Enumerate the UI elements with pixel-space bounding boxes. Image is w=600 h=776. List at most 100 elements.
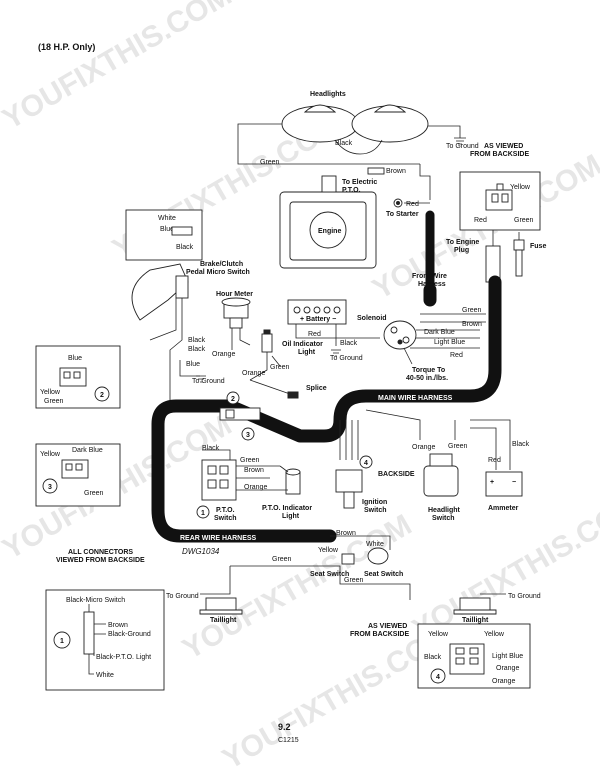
- pin-label: Black-Micro Switch: [66, 597, 125, 604]
- ammeter: Black Red + − Ammeter: [470, 419, 530, 512]
- connector-number: 1: [201, 510, 205, 517]
- svg-text:−: −: [512, 479, 516, 486]
- pin-label: Orange: [492, 678, 515, 685]
- wire-label: Black: [335, 140, 353, 147]
- headlights-label: Headlights: [310, 91, 346, 98]
- pin-label: Light Blue: [492, 653, 523, 660]
- wire-label: Green: [462, 307, 482, 314]
- connector-1-detail: Black-Micro Switch 1 Brown Black-Ground …: [45, 589, 165, 691]
- pin-label: Blue: [68, 355, 82, 362]
- seat-switch-label-2: Seat Switch: [364, 571, 403, 578]
- wire-label: Green: [270, 364, 290, 371]
- battery: + Battery − Solenoid Red Black To Ground: [287, 299, 387, 362]
- wire-label: Yellow: [318, 547, 339, 554]
- wire-label: White: [366, 541, 384, 548]
- engine-label: Engine: [318, 228, 341, 235]
- connector-number: 4: [436, 674, 440, 681]
- page-number: 9.2: [278, 722, 291, 732]
- wire-label: Black: [340, 340, 358, 347]
- pin-label: Brown: [108, 622, 128, 629]
- splice-label: Splice: [306, 385, 327, 392]
- watermark: YOUFIXTHIS.COM: [0, 0, 237, 136]
- pin-label: Blue: [160, 226, 174, 233]
- wire-label: Orange: [244, 484, 267, 491]
- wire-label: Red: [488, 457, 501, 464]
- wire-label: Orange: [412, 444, 435, 451]
- wire-label: Brown: [244, 467, 264, 474]
- wire-label: Black: [188, 337, 206, 344]
- pin-label: Black: [176, 244, 194, 251]
- pin-label: Dark Blue: [72, 447, 103, 454]
- headlights: Headlights Black To Ground Green: [237, 91, 479, 166]
- seat-switch: DWG1034 Brown Green Yellow White Seat Sw…: [182, 530, 411, 600]
- pin-label: Yellow: [40, 451, 61, 458]
- backside-label: BACKSIDE: [378, 471, 415, 478]
- connector-number: 2: [231, 396, 235, 403]
- wire-label: To Ground: [192, 378, 225, 385]
- pin-label: Yellow: [510, 184, 531, 191]
- wire-label: Light Blue: [434, 339, 465, 346]
- wire-label: Green: [260, 159, 280, 166]
- wire-label: To Ground: [166, 593, 199, 600]
- pin-label: Black: [424, 654, 442, 661]
- wire-label: Brown: [336, 530, 356, 537]
- pto-switch: Black Green Brown Orange 1 P.T.O.Switch: [196, 445, 280, 522]
- wire-label: Orange: [242, 370, 265, 377]
- wire-label: Green: [448, 443, 468, 450]
- wire-label: Dark Blue: [424, 329, 455, 336]
- hour-meter: Hour Meter: [216, 291, 253, 350]
- pin-label: Green: [44, 398, 64, 405]
- connector-number: 1: [60, 638, 64, 645]
- seat-switch-label: Seat Switch: [310, 571, 349, 578]
- connector-number: 4: [364, 460, 368, 467]
- to-starter-label: To Starter: [386, 211, 419, 218]
- wire-label: Green: [344, 577, 364, 584]
- wire-label: Blue: [186, 361, 200, 368]
- connector-3-detail: Yellow Dark Blue 3 Green: [35, 443, 121, 507]
- drawing-number: DWG1034: [182, 547, 220, 556]
- wire-label: Brown: [462, 321, 482, 328]
- pin-label: Orange: [496, 665, 519, 672]
- connector-number: 2: [100, 392, 104, 399]
- ammeter-label: Ammeter: [488, 505, 519, 512]
- wire-label: Red: [450, 352, 463, 359]
- pin-label: Green: [84, 490, 104, 497]
- wire-label: Black: [188, 346, 206, 353]
- wire-label: Red: [406, 201, 419, 208]
- taillights: To Ground Taillight To Ground Taillight: [166, 566, 541, 624]
- solenoid: Dark Blue Light Blue Red Green Brown Tor…: [383, 307, 486, 382]
- wire-label: To Ground: [446, 143, 479, 150]
- pin-label: Yellow: [428, 631, 449, 638]
- pin-label: White: [158, 215, 176, 222]
- wire-label: Orange: [212, 351, 235, 358]
- connector-number: 3: [246, 432, 250, 439]
- hour-meter-label: Hour Meter: [216, 291, 253, 298]
- pin-label: Black-P.T.O. Light: [96, 654, 151, 661]
- pin-label: Green: [514, 217, 534, 224]
- wire-label: Brown: [386, 168, 406, 175]
- taillight-right-label: Taillight: [462, 617, 489, 624]
- pin-label: Yellow: [484, 631, 505, 638]
- pin-label: Black-Ground: [108, 631, 151, 638]
- wire-label: Red: [308, 331, 321, 338]
- taillight-left-label: Taillight: [210, 617, 237, 624]
- main-harness-label: MAIN WIRE HARNESS: [378, 395, 453, 402]
- wire-label: Black: [202, 445, 220, 452]
- fuse-label: Fuse: [530, 243, 546, 250]
- pin-label: White: [96, 672, 114, 679]
- pin-label: Yellow: [40, 389, 61, 396]
